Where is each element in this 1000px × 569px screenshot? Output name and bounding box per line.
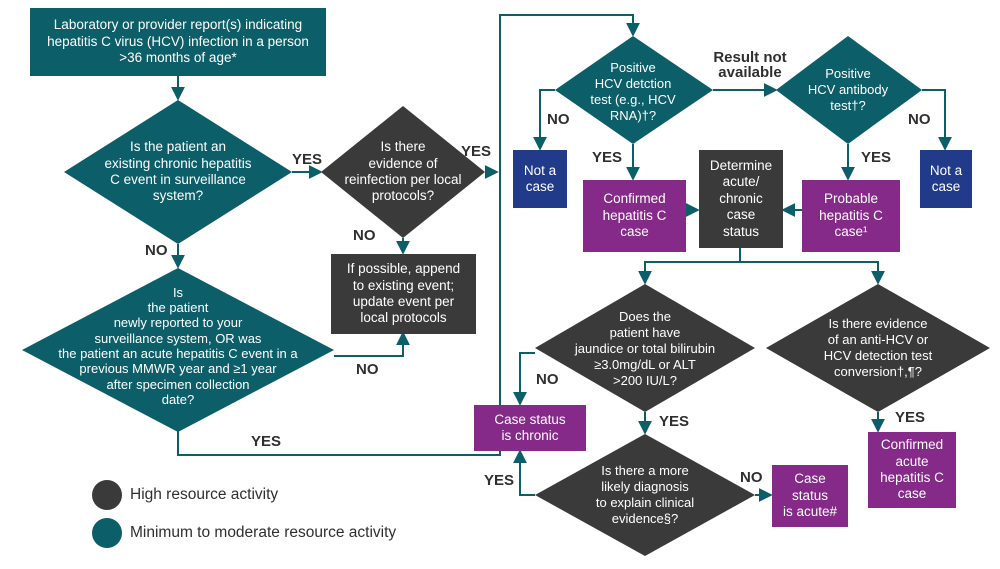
connector-determine-split bbox=[638, 248, 741, 285]
connector-newly-yes-loop bbox=[177, 14, 640, 456]
label-no-antibody: NO bbox=[908, 111, 931, 128]
legend-high-label: High resource activity bbox=[130, 486, 279, 503]
node-existing-event-shape bbox=[64, 100, 292, 244]
node-jaundice-shape bbox=[535, 284, 755, 412]
legend-moderate-label: Minimum to moderate resource activity bbox=[130, 524, 397, 541]
node-determine-status: Determine acute/ chronic case status bbox=[709, 157, 773, 239]
node-newly-reported: Is the patient newly reported to your su… bbox=[58, 284, 298, 407]
label-no-existing: NO bbox=[145, 242, 168, 259]
node-not-case-right: Not a case bbox=[929, 162, 963, 194]
label-yes-likely: YES bbox=[484, 472, 515, 489]
node-newly-reported-shape bbox=[22, 268, 334, 432]
label-no-likely: NO bbox=[740, 469, 763, 486]
node-append: If possible, append to existing event; u… bbox=[346, 261, 461, 326]
node-not-case-left: Not a case bbox=[523, 162, 557, 194]
node-conversion: Is there evidence of an anti-HCV or HCV … bbox=[823, 316, 933, 379]
label-no-reinfection: NO bbox=[353, 227, 376, 244]
node-existing-event: Is the patient an existing chronic hepat… bbox=[104, 139, 252, 204]
node-reinfection: Is there evidence of reinfection per loc… bbox=[344, 139, 462, 204]
node-positive-detection: Positive HCV detction test (e.g., HCV RN… bbox=[590, 60, 676, 123]
node-not-case-right-shape bbox=[920, 150, 972, 208]
shapes bbox=[22, 8, 990, 556]
node-likely-diagnosis-shape bbox=[535, 434, 755, 556]
connectors bbox=[171, 14, 952, 502]
node-start-shape bbox=[30, 8, 326, 76]
label-yes-newly: YES bbox=[251, 433, 282, 450]
label-yes-jaundice: YES bbox=[659, 413, 690, 430]
node-confirmed-acute: Confirmed acute hepatitis C case bbox=[880, 437, 944, 502]
node-positive-antibody-shape bbox=[776, 36, 922, 144]
node-chronic-status-shape bbox=[474, 405, 586, 451]
node-reinfection-shape bbox=[321, 106, 485, 238]
node-positive-detection-shape bbox=[555, 36, 713, 144]
label-yes-existing: YES bbox=[292, 151, 323, 168]
legend-high-swatch bbox=[92, 480, 122, 510]
connector-newly-to-append bbox=[334, 331, 410, 357]
node-conversion-shape bbox=[766, 284, 990, 412]
node-confirmed-chronic-shape bbox=[583, 180, 686, 252]
node-probable-shape bbox=[802, 180, 900, 252]
connector-antibody-to-notcase bbox=[922, 89, 952, 151]
label-yes-reinfection: YES bbox=[461, 143, 492, 160]
node-jaundice: Does the patient have jaundice or total … bbox=[574, 309, 716, 388]
label-no-jaundice: NO bbox=[536, 371, 559, 388]
node-acute-status: Case status is acute# bbox=[782, 471, 838, 520]
node-chronic-status: Case status is chronic bbox=[494, 411, 566, 443]
label-no-newly: NO bbox=[356, 361, 379, 378]
connector-jaundice-to-chronic bbox=[513, 352, 535, 406]
node-append-shape bbox=[331, 254, 476, 334]
node-not-case-left-shape bbox=[513, 150, 567, 208]
node-start: Laboratory or provider report(s) indicat… bbox=[47, 17, 309, 66]
label-no-detection: NO bbox=[547, 111, 570, 128]
node-confirmed-acute-shape bbox=[868, 432, 956, 508]
node-determine-shape bbox=[699, 150, 783, 248]
connector-determine-to-conversion bbox=[740, 261, 885, 285]
label-yes-antibody: YES bbox=[861, 149, 892, 166]
connector-detection-to-notcase bbox=[533, 89, 555, 151]
node-likely-diagnosis: Is there a more likely diagnosis to expl… bbox=[595, 463, 695, 526]
label-yes-conversion: YES bbox=[895, 409, 926, 426]
label-yes-detection: YES bbox=[592, 149, 623, 166]
label-result-not-available: Result not available bbox=[713, 49, 787, 81]
node-probable: Probable hepatitis C case¹ bbox=[819, 191, 883, 240]
legend-moderate-swatch bbox=[92, 518, 122, 548]
node-acute-status-shape bbox=[772, 465, 848, 527]
node-confirmed-chronic: Confirmed hepatitis C case bbox=[602, 191, 667, 240]
connector-likely-to-chronic bbox=[513, 449, 535, 496]
node-positive-antibody: Positive HCV antibody test†? bbox=[807, 66, 889, 113]
